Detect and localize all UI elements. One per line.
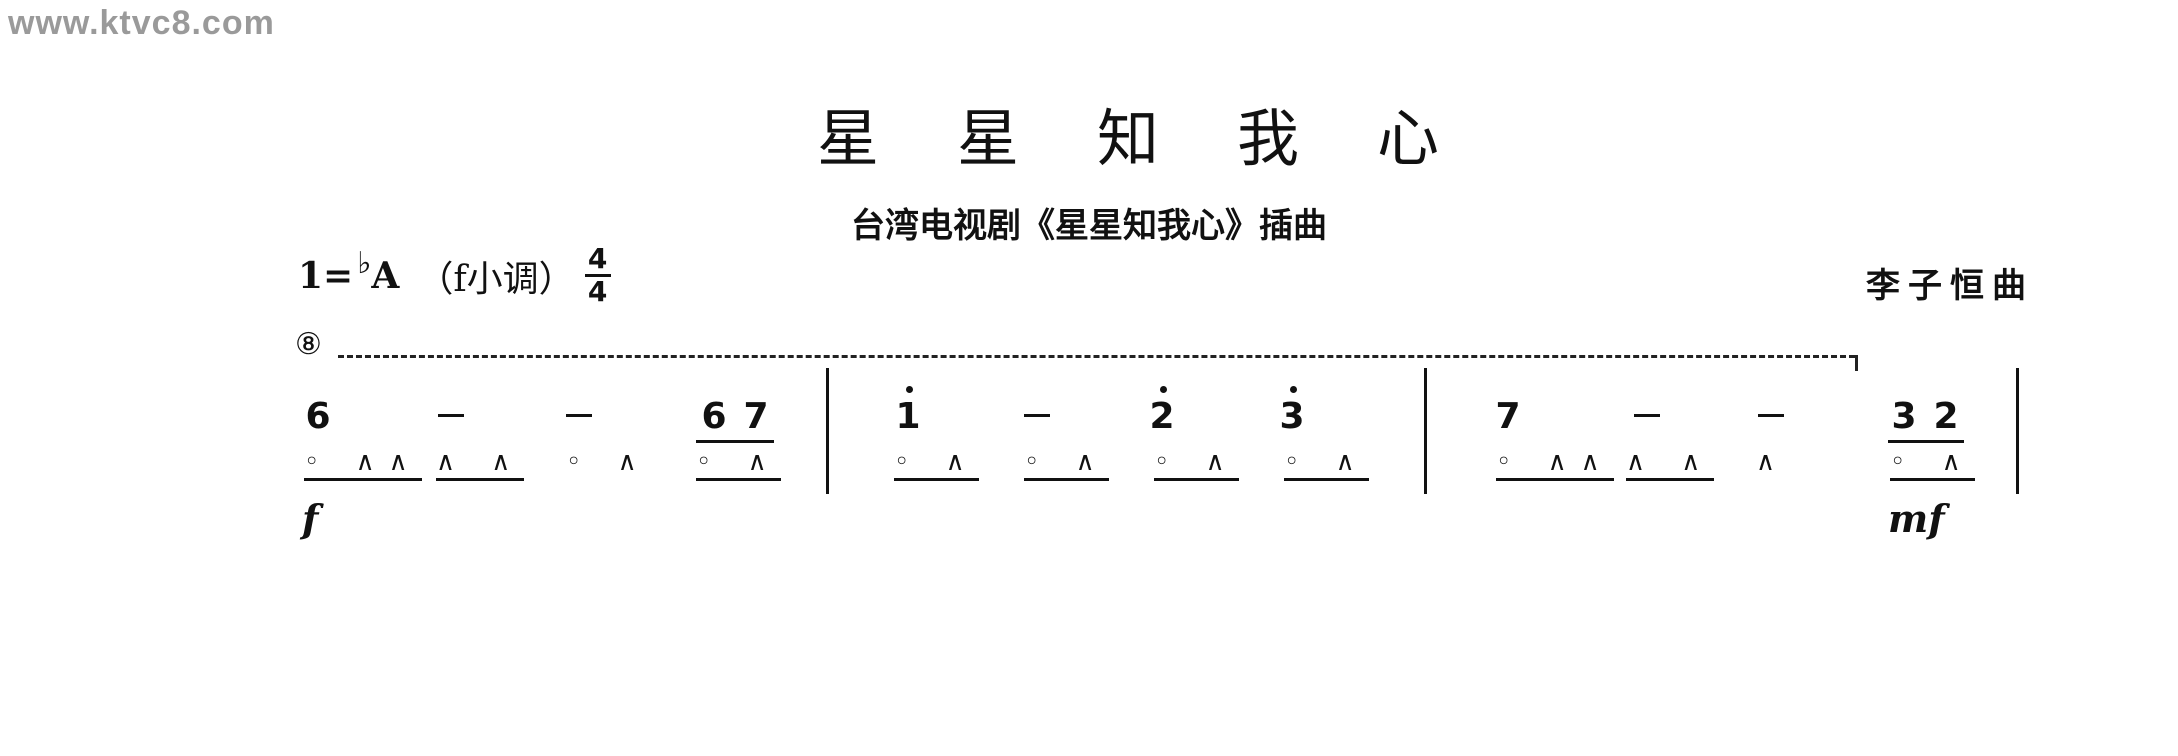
note-dash bbox=[1024, 414, 1050, 417]
dynamic-mark: f bbox=[302, 496, 319, 541]
note-beam bbox=[696, 440, 774, 443]
watermark: www.ktvc8.com bbox=[8, 4, 275, 42]
note: 2 bbox=[1933, 396, 1959, 437]
articulation: ◦ ∧ bbox=[1024, 447, 1109, 481]
bar-line bbox=[826, 368, 829, 494]
articulation: ◦ ∧ bbox=[696, 447, 781, 481]
key-note: A bbox=[371, 254, 400, 297]
note: 6 bbox=[305, 396, 331, 437]
articulation: ◦ ∧ bbox=[566, 447, 651, 477]
song-title: 星星知我心 bbox=[816, 102, 1517, 175]
dynamic-mark: mf bbox=[1888, 496, 1945, 541]
note: 7 bbox=[1495, 396, 1521, 437]
note-beam bbox=[1888, 440, 1964, 443]
song-subtitle: 台湾电视剧《星星知我心》插曲 bbox=[851, 206, 1327, 246]
note: 3 bbox=[1891, 396, 1917, 437]
composer: 李子恒曲 bbox=[1866, 266, 2034, 306]
articulation: ◦ ∧∧ bbox=[304, 447, 422, 481]
key-mode: （f小调） bbox=[417, 258, 575, 300]
note: 7 bbox=[743, 396, 769, 437]
flat-sign: ♭ bbox=[357, 246, 372, 281]
articulation: ∧ ∧ bbox=[436, 447, 525, 481]
key-prefix: 1= bbox=[298, 254, 354, 297]
time-top: 4 bbox=[587, 242, 608, 275]
articulation: ∧ bbox=[1756, 447, 1790, 477]
note: 2 bbox=[1142, 386, 1182, 437]
octave-mark: ⑧ bbox=[295, 327, 322, 362]
key-signature: 1= ♭ A （f小调） 4 4 bbox=[298, 244, 611, 307]
articulation: ∧ ∧ bbox=[1626, 447, 1715, 481]
note-dash bbox=[1758, 414, 1784, 417]
time-signature: 4 4 bbox=[584, 242, 611, 308]
note: 6 bbox=[701, 396, 727, 437]
bar-line bbox=[2016, 368, 2019, 494]
articulation: ◦ ∧ bbox=[1890, 447, 1975, 481]
articulation: ◦ ∧ bbox=[1154, 447, 1239, 481]
articulation: ◦ ∧∧ bbox=[1496, 447, 1614, 481]
note: 3 bbox=[1272, 386, 1312, 437]
octave-dashed-line bbox=[338, 355, 1855, 358]
articulation: ◦ ∧ bbox=[1284, 447, 1369, 481]
time-bottom: 4 bbox=[587, 275, 608, 308]
bar-line bbox=[1424, 368, 1427, 494]
note-dash bbox=[566, 414, 592, 417]
note-dash bbox=[1634, 414, 1660, 417]
note-dash bbox=[438, 414, 464, 417]
note: 1 bbox=[888, 386, 928, 437]
octave-line-end bbox=[1855, 355, 1858, 371]
articulation: ◦ ∧ bbox=[894, 447, 979, 481]
